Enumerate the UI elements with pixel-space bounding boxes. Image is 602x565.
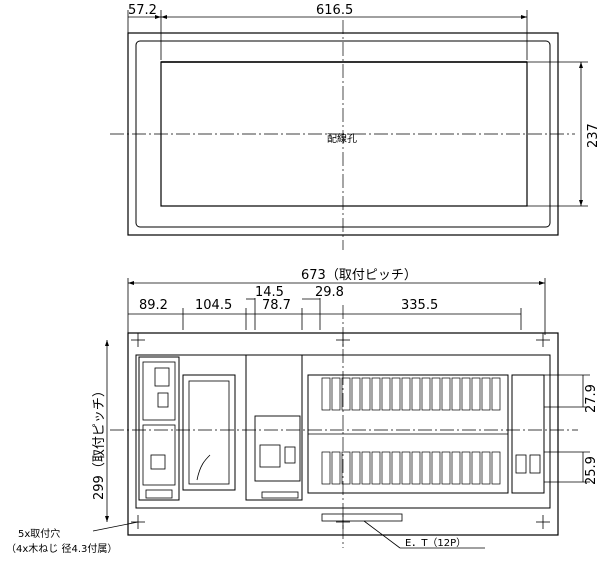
top-dim-height: 237: [586, 123, 601, 148]
dim-335-5: 335.5: [401, 298, 438, 313]
top-dim-width: 616.5: [316, 3, 353, 18]
top-view: [110, 10, 588, 250]
dim-25-9: 25.9: [584, 456, 599, 485]
mount-hole-note: 5x取付穴: [18, 527, 60, 540]
dim-14-5: 14.5: [255, 285, 284, 300]
dim-89-2: 89.2: [139, 298, 168, 313]
bottom-view: [92, 278, 590, 549]
dim-27-9: 27.9: [584, 384, 599, 413]
pitch-height-label: 299（取付ピッチ）: [92, 384, 107, 500]
mount-screw-note: （4x木ねじ 径4.3付属）: [6, 542, 117, 555]
top-dim-left: 57.2: [128, 3, 157, 18]
dim-29-8: 29.8: [315, 285, 344, 300]
dim-104-5: 104.5: [195, 298, 232, 313]
et-terminal-label: E．T（12P）: [405, 537, 466, 549]
branch-breakers: [321, 377, 501, 485]
wiring-hole-label: 配線孔: [327, 132, 357, 145]
dim-78-7: 78.7: [262, 298, 291, 313]
pitch-width-label: 673（取付ピッチ）: [301, 268, 417, 283]
